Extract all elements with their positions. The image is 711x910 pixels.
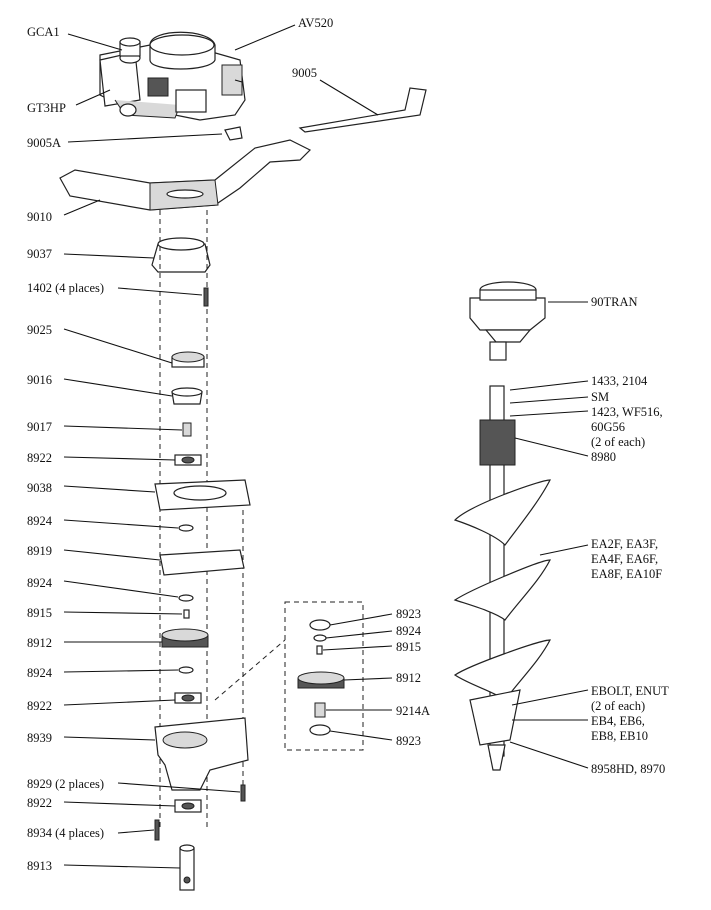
cover-9038 (154, 479, 251, 511)
label-1423-wf516: 1423, WF516, (591, 405, 663, 419)
label-8924-c: 8924 (27, 666, 52, 680)
kit-bearing-8923-top (309, 619, 331, 631)
label-9010: 9010 (27, 210, 52, 224)
label-sm: SM (591, 390, 610, 404)
washer-8924-b (178, 594, 194, 602)
label-kit-8923-b: 8923 (396, 734, 421, 748)
label-kit-9214a: 9214A (396, 704, 431, 718)
transmission-90tran (469, 281, 546, 361)
label-8924-a: 8924 (27, 514, 52, 528)
label-90tran: 90TRAN (591, 295, 638, 309)
gear-kit-box (284, 601, 364, 751)
kit-pinion-9214a (314, 702, 326, 718)
label-60g56: 60G56 (591, 420, 626, 434)
label-ea-2: EA4F, EA6F, (591, 552, 659, 566)
label-kit-8924: 8924 (396, 624, 421, 638)
screw-8934 (154, 819, 160, 841)
label-eb4-eb6: EB4, EB6, (591, 714, 645, 728)
pin-8915 (183, 609, 190, 619)
gear-8912 (161, 628, 209, 648)
kit-bearing-8923-bottom (309, 724, 331, 736)
label-8958hd-8970: 8958HD, 8970 (591, 762, 666, 776)
label-kit-8923-a: 8923 (396, 607, 421, 621)
engine-assembly (99, 31, 246, 121)
housing-9037 (151, 237, 211, 273)
housing-8939 (154, 717, 249, 791)
label-9005: 9005 (292, 66, 317, 80)
bearing-8922-mid (174, 692, 202, 704)
label-8939: 8939 (27, 731, 52, 745)
label-ebolt-enut: EBOLT, ENUT (591, 684, 669, 698)
bearing-8922-top (174, 454, 202, 466)
rod-9005 (298, 87, 427, 133)
label-9025: 9025 (27, 323, 52, 337)
cup-9016 (171, 387, 203, 405)
bearing-9025 (171, 351, 205, 368)
label-8929: 8929 (2 places) (27, 777, 105, 791)
label-8912: 8912 (27, 636, 52, 650)
label-8922-b: 8922 (27, 699, 52, 713)
screw-8929 (240, 784, 246, 802)
label-ea-1: EA2F, EA3F, (591, 537, 659, 551)
label-2-of-each-b: (2 of each) (591, 699, 646, 713)
label-1433-2104: 1433, 2104 (591, 374, 648, 388)
label-eb8-eb10: EB8, EB10 (591, 729, 648, 743)
label-8934: 8934 (4 places) (27, 826, 105, 840)
label-gt3hp: GT3HP (27, 101, 66, 115)
shaft-8913 (179, 844, 195, 891)
kit-pin-8915 (316, 645, 323, 655)
label-8915: 8915 (27, 606, 52, 620)
label-gca1: GCA1 (27, 25, 60, 39)
label-kit-8915: 8915 (396, 640, 421, 654)
label-9017: 9017 (27, 420, 52, 434)
label-8922-c: 8922 (27, 796, 52, 810)
label-9005a: 9005A (27, 136, 62, 150)
label-9016: 9016 (27, 373, 52, 387)
washer-8924-a (178, 524, 194, 532)
kit-washer-8924 (313, 634, 327, 642)
bearing-8922-bottom (174, 799, 202, 813)
label-9038: 9038 (27, 481, 52, 495)
pin-9017 (182, 422, 192, 437)
clip-9005a (224, 126, 243, 141)
kit-gear-8912 (297, 671, 345, 689)
label-8919: 8919 (27, 544, 52, 558)
label-9037: 9037 (27, 247, 52, 261)
label-av520: AV520 (298, 16, 334, 30)
label-kit-8912: 8912 (396, 671, 421, 685)
label-8922-a: 8922 (27, 451, 52, 465)
label-1402: 1402 (4 places) (27, 281, 105, 295)
label-ea-3: EA8F, EA10F (591, 567, 663, 581)
label-2-of-each-a: (2 of each) (591, 435, 646, 449)
auger-blade (453, 385, 551, 771)
gasket-8919 (159, 549, 245, 576)
label-8980: 8980 (591, 450, 616, 464)
label-8924-b: 8924 (27, 576, 52, 590)
screw-1402 (203, 287, 209, 307)
handle-9010 (59, 139, 312, 211)
label-8913: 8913 (27, 859, 52, 873)
washer-8924-c (178, 666, 194, 674)
